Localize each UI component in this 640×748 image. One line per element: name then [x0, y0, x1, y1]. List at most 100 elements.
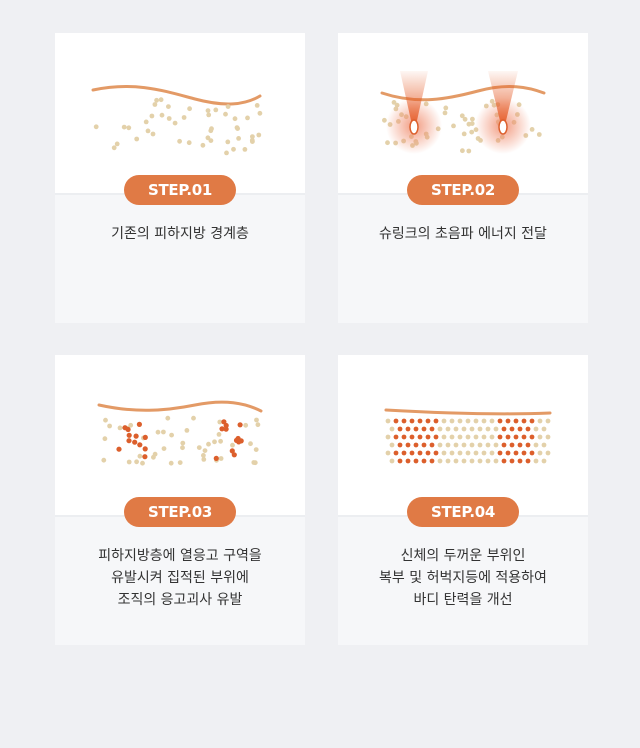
dot [218, 438, 224, 444]
dot [136, 421, 142, 427]
dot [451, 123, 456, 129]
dot [393, 434, 399, 440]
dot [433, 450, 439, 456]
dot [469, 442, 475, 448]
dot [465, 434, 471, 440]
dot [433, 434, 439, 440]
dot [389, 442, 395, 448]
dot [489, 450, 495, 456]
dot [417, 450, 423, 456]
dot [142, 434, 148, 440]
dot [116, 446, 122, 452]
dot [172, 120, 178, 126]
dot [397, 442, 403, 448]
dot [149, 113, 155, 119]
dot [449, 450, 455, 456]
dot [425, 434, 431, 440]
dot [187, 106, 193, 112]
dot [421, 426, 427, 432]
dot [445, 442, 451, 448]
dot [425, 450, 431, 456]
dot [537, 450, 543, 456]
dot [154, 97, 159, 103]
dot [134, 136, 140, 142]
dot [409, 418, 415, 424]
dot [477, 426, 483, 432]
dot [509, 458, 515, 464]
dot [433, 418, 439, 424]
dot [485, 442, 491, 448]
dot [465, 418, 471, 424]
dot [417, 418, 423, 424]
dot [224, 150, 229, 156]
dot [126, 438, 132, 444]
skin-line [91, 84, 262, 106]
dot [225, 139, 231, 145]
dot [489, 434, 495, 440]
dot [533, 442, 539, 448]
dot [461, 131, 467, 137]
dot [461, 426, 467, 432]
dot [205, 135, 211, 141]
dot [126, 459, 132, 465]
step-description: 슈링크의 초음파 에너지 전달 [338, 223, 588, 245]
dot [206, 112, 212, 118]
dot [389, 458, 395, 464]
dot [477, 442, 483, 448]
dot [101, 457, 107, 463]
dot [159, 112, 165, 118]
skin-line [384, 408, 552, 416]
step-description: 기존의 피하지방 경계층 [55, 223, 305, 245]
dot [525, 458, 531, 464]
dot [177, 138, 182, 144]
dot [254, 103, 260, 108]
dot [541, 442, 547, 448]
dot [230, 442, 235, 448]
dot [248, 441, 253, 447]
dot [459, 113, 465, 119]
dot [445, 426, 451, 432]
dot [529, 418, 535, 424]
dot [421, 458, 427, 464]
dot [541, 458, 547, 464]
dot [231, 146, 236, 152]
dot [122, 425, 128, 431]
dot [236, 136, 242, 141]
dot [537, 418, 543, 424]
dot [107, 423, 112, 429]
dot [134, 459, 139, 465]
dot [117, 425, 123, 431]
dot [485, 458, 491, 464]
dot [401, 434, 407, 440]
dot [541, 426, 547, 432]
dot [168, 460, 174, 466]
dot [513, 418, 519, 424]
step-badge: STEP.01 [124, 175, 236, 205]
dot [509, 442, 515, 448]
dot [184, 428, 190, 433]
step-card-1: STEP.01 기존의 피하지방 경계층 [55, 33, 305, 323]
dot [143, 119, 149, 125]
dot [177, 460, 183, 465]
dot [536, 132, 542, 137]
dot [389, 426, 395, 432]
fat-layer-illustration [55, 33, 305, 193]
step-card-2: STEP.02 슈링크의 초음파 에너지 전달 [338, 33, 588, 323]
dot [449, 434, 455, 440]
dot [545, 418, 551, 424]
dot [457, 418, 463, 424]
dot [517, 442, 523, 448]
dot [485, 426, 491, 432]
coagulation-dots [213, 419, 244, 461]
dot [469, 426, 475, 432]
dot [201, 453, 206, 458]
dot [111, 145, 117, 151]
dot [181, 115, 187, 120]
step-description-line: 슈링크의 초음파 에너지 전달 [379, 226, 547, 242]
dot [103, 417, 108, 423]
dot [385, 418, 391, 424]
dot [466, 148, 472, 154]
step-description: 신체의 두꺼운 부위인 복부 및 허벅지등에 적용하여 바디 탄력을 개선 [338, 545, 588, 611]
dot [513, 434, 519, 440]
dot [234, 125, 240, 130]
